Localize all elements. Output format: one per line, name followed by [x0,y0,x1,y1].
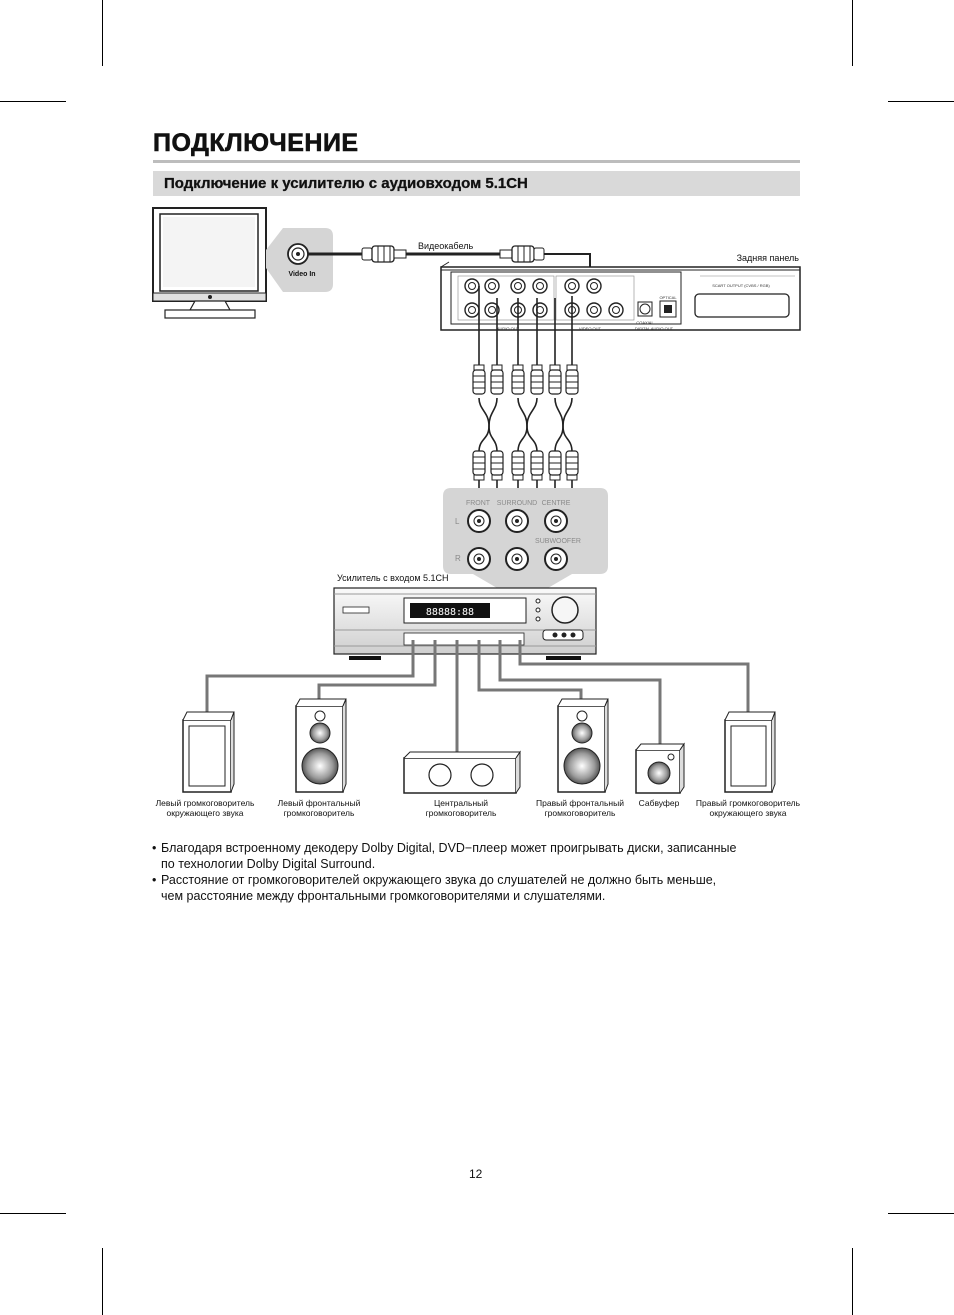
subwoofer-icon [635,742,685,794]
amp-input-jacks [467,509,568,571]
section-title: Подключение к усилителю с аудиовходом 5.… [164,175,528,192]
left-channel-label: L [455,517,460,526]
audio-out-label: AUDIO OUT [497,326,520,331]
note-item: • Расстояние от громкоговорителей окружа… [152,873,717,903]
video-in-label: Video In [288,271,315,278]
speaker-icon [182,711,235,793]
speaker-label-subwoofer: Сабвуфер [638,798,680,808]
amplifier-illustration: 88888:88 [333,587,597,660]
bullet-icon: • [152,841,157,855]
svg-text:88888:88: 88888:88 [426,607,474,618]
page-title: ПОДКЛЮЧЕНИЕ [153,129,359,158]
tv-illustration [152,207,267,319]
speaker-label-right-surround: Правый громкоговоритель окружающего звук… [695,798,801,818]
subwoofer-label: SUBWOOFER [535,538,581,545]
page-number: 12 [469,1167,483,1181]
speaker-icon [403,750,521,794]
crop-mark [888,101,954,102]
digital-audio-out-label: DIGITAL AUDIO OUT [635,326,674,331]
speaker-label-left-front: Левый фронтальный громкоговоритель [277,798,361,818]
video-in-jack [287,243,309,265]
rca-plugs-upper [472,364,579,395]
speaker-label-left-surround: Левый громкоговоритель окружающего звука [155,798,255,818]
speaker-icon [295,698,347,793]
section-header-bar: Подключение к усилителю с аудиовходом 5.… [153,171,800,196]
crop-mark [852,0,853,66]
connection-diagram: Video In Видеокабель Задняя панель [152,207,801,794]
optical-label: OPTICAL [659,295,677,300]
rca-plugs-lower [472,450,579,481]
speaker-wires [205,640,750,755]
crop-mark [852,1248,853,1315]
crop-mark [102,1248,103,1315]
speaker-label-right-front: Правый фронтальный громкоговоритель [536,798,624,818]
crop-mark [0,101,66,102]
centre-label: CENTRE [542,500,571,507]
crop-mark [888,1213,954,1214]
speaker-icon [724,711,776,793]
dvd-rear-panel: AUDIO OUT VIDEO OUT COAXIAL OPTICAL DIGI… [440,261,801,331]
scart-label: SCART OUTPUT (CVBS / RGB) [712,283,770,288]
video-cable-label: Видеокабель [418,241,473,251]
notes-list: • Благодаря встроенному декодеру Dolby D… [152,840,802,904]
speaker-label-centre: Центральный громкоговоритель [425,798,497,818]
speaker-icon [557,698,609,793]
coaxial-label: COAXIAL [636,320,654,325]
amplifier-label: Усилитель с входом 5.1CH [337,573,449,583]
crop-mark [0,1213,66,1214]
video-cable [308,245,591,306]
video-out-label: VIDEO OUT [579,326,602,331]
front-label: FRONT [466,500,491,507]
crop-mark [102,0,103,66]
note-item: • Благодаря встроенному декодеру Dolby D… [152,841,737,871]
surround-label: SURROUND [497,500,537,507]
bullet-icon: • [152,873,157,887]
rear-panel-label: Задняя панель [737,253,800,263]
right-channel-label: R [455,554,461,563]
title-rule [153,160,800,163]
